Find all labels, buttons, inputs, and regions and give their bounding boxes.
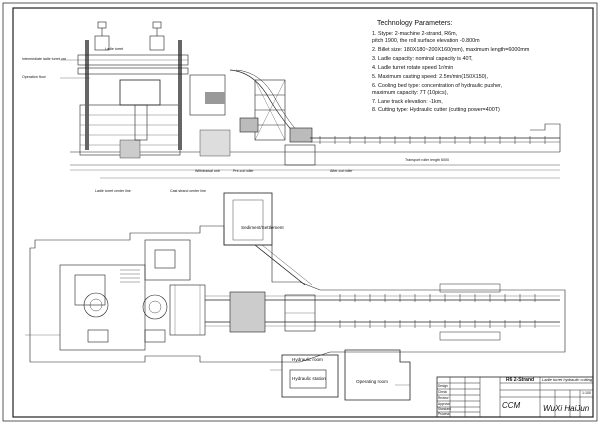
param-line-3: 2. Billet size: 180X180~200X160(mm), max… bbox=[372, 47, 530, 53]
title-row-process: Process bbox=[438, 412, 450, 416]
title-company: WuXi HaiJun bbox=[543, 404, 590, 413]
param-line-6: 5. Maximum casting speed: 2.5m/min(150X1… bbox=[372, 74, 488, 80]
label-transport: Transport roller length 6000 bbox=[405, 158, 450, 162]
title-drawing-name: Ladle turret hydraulic cutting bbox=[542, 377, 593, 382]
param-line-2: pitch 1900, the roll surface elevation -… bbox=[372, 38, 480, 44]
label-hydraulic-station: Hydraulic station bbox=[292, 376, 326, 381]
params-title: Technology Parameters: bbox=[377, 20, 453, 27]
title-scale: 1:100 bbox=[582, 391, 591, 395]
label-hydraulic-room: Hydraulic room bbox=[292, 357, 323, 362]
plan-view bbox=[25, 192, 566, 401]
label-turret: Ladle turret bbox=[105, 47, 124, 51]
label-sediment-tank: Sediment/Settlement bbox=[241, 225, 284, 230]
label-operation-floor: Operation floor bbox=[22, 75, 46, 79]
param-line-7: 6. Cooling bed type: concentration of hy… bbox=[372, 83, 503, 89]
title-drawing-code: CCM bbox=[502, 401, 521, 410]
label-pre-cut: Pre-cut roller bbox=[233, 169, 254, 173]
title-row-review: Review bbox=[438, 396, 449, 400]
label-after-cut: After-cut roller bbox=[330, 169, 353, 173]
title-project: R6 2-Strand bbox=[506, 377, 535, 383]
param-line-10: 8. Cutting type: Hydraulic cutter (cutti… bbox=[372, 107, 500, 113]
label-maintenance: Intermediate ladle turret car bbox=[22, 57, 66, 61]
param-line-5: 4. Ladle turret rotate speed 1r/min bbox=[372, 65, 454, 71]
label-operating-room: Operating room bbox=[356, 379, 388, 384]
param-line-1: 1. Stype: 2-machine 2-strand, R6m, bbox=[372, 31, 458, 37]
label-strand-center: Cast strand center line bbox=[170, 189, 206, 193]
inner-border bbox=[12, 7, 594, 418]
title-row-design: Design bbox=[438, 384, 448, 388]
title-block bbox=[436, 376, 594, 418]
elevation-view bbox=[60, 21, 561, 179]
title-row-standard: Standard bbox=[438, 407, 451, 411]
param-line-8: maximum capacity: 7T (10pics), bbox=[372, 90, 448, 96]
label-ladle-center: Ladle turret center line bbox=[95, 189, 131, 193]
title-row-check: Check bbox=[438, 390, 448, 394]
param-line-4: 3. Ladle capacity: nominal capacity is 4… bbox=[372, 56, 473, 62]
param-line-9: 7. Lane track elevation: -1km, bbox=[372, 99, 443, 105]
label-withdrawal: Withdrawal unit bbox=[195, 169, 220, 173]
title-row-approve: Approve bbox=[438, 402, 450, 406]
